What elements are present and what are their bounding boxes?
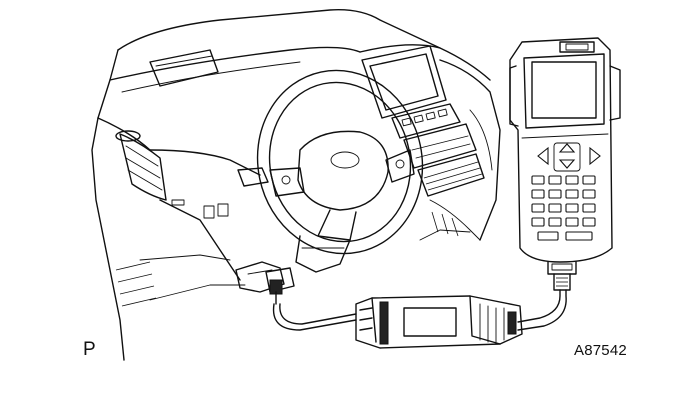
interface-module [355,295,523,349]
center-display [361,45,485,197]
dlc3-connector [265,267,295,305]
handheld-tester [509,37,621,291]
arrow-keys [537,142,601,172]
figure-id: A87542 [574,342,627,359]
cable [272,289,567,331]
keypad [531,175,596,241]
corner-letter: P [83,339,96,360]
dashboard [91,9,501,361]
steering-wheel [256,69,424,273]
